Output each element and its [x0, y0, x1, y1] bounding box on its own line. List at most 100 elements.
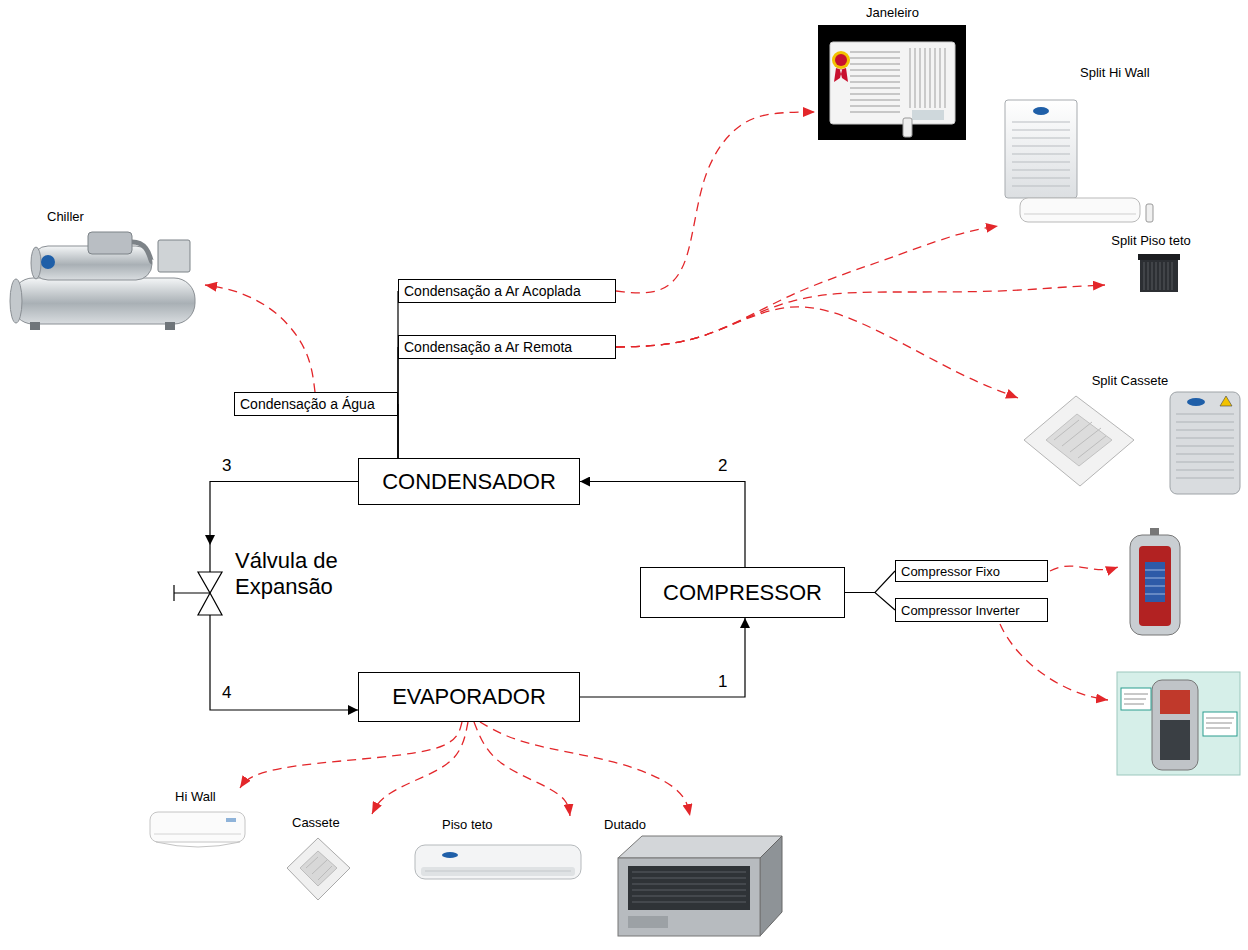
cycle-line	[397, 291, 398, 458]
split-hi-wall-illustration	[1146, 204, 1153, 222]
split-cassette-illustration	[1046, 414, 1112, 466]
split-hi-wall-illustration	[1012, 122, 1070, 186]
inverter-compressor-illustration	[1152, 680, 1198, 770]
node-label: Condensação a Ar Remota	[404, 339, 572, 355]
appliance-picture: Split Piso teto	[1105, 232, 1197, 300]
picture-caption: Cassete	[292, 815, 382, 831]
ducted-unit-illustration	[760, 836, 782, 936]
chiller-illustration	[165, 322, 175, 330]
example-arrow	[240, 722, 462, 788]
picture-caption: Hi Wall	[175, 789, 250, 805]
cycle-line	[210, 625, 358, 710]
split-hi-wall-illustration	[1005, 100, 1077, 198]
option-box: Compressor Fixo	[895, 560, 1048, 582]
split-hi-wall-illustration	[1033, 107, 1049, 115]
window-unit-illustration	[834, 68, 848, 82]
condenser-unit-illustration	[1138, 254, 1180, 292]
appliance-picture: Chiller	[5, 208, 205, 335]
component-box: EVAPORADOR	[358, 672, 580, 722]
appliance-picture: Split Hi Wall	[998, 64, 1158, 232]
hi-wall-illustration	[156, 842, 240, 847]
inverter-compressor-illustration	[1160, 720, 1190, 760]
option-box: Compressor Inverter	[895, 598, 1048, 622]
fixed-compressor-illustration	[1145, 570, 1165, 594]
node-label: Compressor Fixo	[901, 564, 1000, 579]
option-box: Condensação a Ar Remota	[398, 335, 616, 359]
leader-arrow	[1000, 624, 1108, 700]
ducted-unit-illustration	[618, 858, 760, 936]
inverter-compressor-illustration	[1203, 712, 1237, 736]
ducted-unit-illustration	[628, 866, 750, 910]
appliance-picture: Cassete	[282, 814, 382, 902]
split-cassette-illustration	[1024, 396, 1134, 486]
cassette-illustration	[306, 857, 332, 880]
window-unit-illustration	[910, 48, 945, 108]
example-arrow	[616, 307, 1018, 398]
cycle-line	[580, 618, 745, 697]
component-box: COMPRESSOR	[640, 567, 845, 618]
callout-number: 1	[716, 672, 729, 692]
cycle-line	[210, 482, 358, 546]
chiller-illustration	[31, 247, 41, 279]
condenser-unit-illustration	[1140, 258, 1178, 292]
condenser-unit-illustration	[1144, 262, 1172, 290]
leader-arrow	[1050, 566, 1118, 571]
hi-wall-illustration	[150, 812, 245, 847]
callout-number: 3	[220, 456, 233, 476]
condenser-unit-illustration	[1138, 254, 1180, 260]
cassette-illustration	[287, 838, 350, 900]
expansion-valve-symbol	[174, 585, 210, 601]
chiller-illustration	[158, 240, 190, 272]
appliance-picture: Piso teto	[412, 816, 586, 892]
ducted-unit-illustration	[618, 836, 782, 858]
node-label: COMPRESSOR	[663, 580, 822, 606]
example-arrow	[480, 722, 690, 816]
picture-caption: Split Piso teto	[1105, 233, 1197, 249]
chiller-illustration	[88, 232, 132, 254]
split-cassette-illustration	[1187, 398, 1205, 406]
node-label: Condensação a Água	[240, 396, 375, 412]
window-unit-illustration	[903, 118, 912, 137]
inverter-compressor-illustration	[1121, 688, 1151, 710]
window-unit-illustration	[832, 51, 850, 69]
inverter-compressor-illustration	[1206, 718, 1234, 728]
fixed-compressor-illustration	[1130, 535, 1180, 635]
picture-caption: Janeleiro	[815, 5, 970, 21]
hi-wall-illustration	[226, 818, 236, 822]
expansion-valve-symbol	[198, 593, 222, 615]
picture-caption: Dutado	[604, 817, 784, 833]
example-arrow	[616, 112, 815, 293]
appliance-picture: Split Cassete	[1018, 372, 1242, 498]
example-arrow	[372, 722, 468, 814]
valve-node: Válvula de Expansão	[172, 545, 345, 625]
window-unit-illustration	[850, 52, 900, 112]
split-hi-wall-illustration	[1020, 198, 1140, 222]
chiller-illustration	[41, 255, 55, 269]
inverter-compressor-illustration	[1160, 690, 1190, 714]
ducted-unit-illustration	[618, 836, 782, 936]
callout-number: 2	[716, 456, 729, 476]
expansion-valve-symbol	[174, 545, 222, 625]
inverter-compressor-illustration	[1117, 672, 1240, 775]
callout-number: 4	[220, 683, 233, 703]
picture-caption: Split Cassete	[1018, 373, 1242, 389]
floor-ceiling-illustration	[442, 852, 458, 858]
node-label: Válvula de Expansão	[235, 548, 365, 600]
floor-ceiling-illustration	[415, 845, 581, 879]
window-unit-illustration	[835, 54, 847, 66]
expansion-valve-symbol	[198, 572, 222, 593]
chiller-illustration	[132, 242, 152, 262]
appliance-picture: Dutado	[598, 816, 784, 944]
node-label: Compressor Inverter	[901, 603, 1019, 618]
chiller-illustration	[10, 279, 22, 323]
split-cassette-illustration	[1220, 396, 1232, 406]
window-unit-illustration	[818, 25, 966, 140]
split-hi-wall-illustration	[1005, 100, 1153, 222]
chiller-illustration	[12, 278, 195, 324]
node-label: CONDENSADOR	[382, 469, 556, 495]
ducted-unit-illustration	[632, 872, 746, 902]
split-hi-wall-illustration	[1024, 214, 1136, 215]
example-arrow	[616, 285, 1105, 347]
